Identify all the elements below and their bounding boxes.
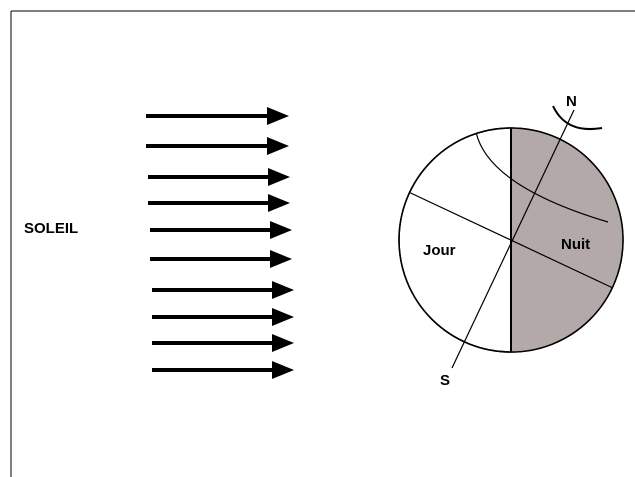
sun-label: SOLEIL — [24, 220, 78, 237]
earth-axis — [451, 109, 575, 369]
sun-ray-arrowhead — [267, 107, 289, 125]
polar-circle-arc — [475, 131, 609, 223]
south-label: S — [440, 372, 450, 389]
sun-ray-arrowhead — [272, 308, 294, 326]
sun-ray-arrowhead — [268, 194, 290, 212]
rotation-arrow — [552, 105, 603, 130]
north-label: N — [566, 93, 577, 110]
sun-ray-arrowhead — [267, 137, 289, 155]
sun-ray-arrowhead — [272, 334, 294, 352]
sun-ray-arrowhead — [270, 250, 292, 268]
night-label: Nuit — [561, 236, 590, 253]
earth-globe — [398, 105, 624, 369]
sun-ray-arrowhead — [272, 281, 294, 299]
day-label: Jour — [423, 242, 456, 259]
sun-rays — [146, 107, 294, 379]
sun-ray-arrowhead — [268, 168, 290, 186]
equator-line — [399, 187, 623, 297]
sun-ray-arrowhead — [270, 221, 292, 239]
sun-ray-arrowhead — [272, 361, 294, 379]
